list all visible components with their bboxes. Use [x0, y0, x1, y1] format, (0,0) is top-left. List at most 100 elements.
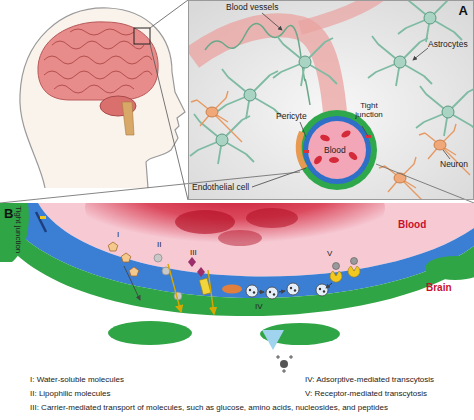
- brain: [38, 22, 158, 135]
- callout-number: II: [157, 241, 161, 250]
- barrier-section: [279, 291, 285, 292]
- part-label: Tight junction: [350, 102, 388, 120]
- neurovascular-unit: [303, 116, 371, 184]
- panel-letter: B: [4, 207, 13, 220]
- barrier-section: [246, 208, 298, 228]
- barrier-section: [197, 267, 205, 277]
- head-silhouette: [20, 8, 185, 188]
- barrier-section: [85, 203, 385, 258]
- neurovascular-unit: [190, 0, 474, 200]
- zoom-lines: [0, 172, 300, 203]
- panel-a-background: [188, 0, 474, 200]
- panel-a-background: [188, 0, 474, 200]
- zoom-box: [134, 0, 188, 200]
- barrier-section: [85, 203, 385, 258]
- head-silhouette: [20, 8, 185, 188]
- part-label: Astrocytes: [428, 40, 468, 49]
- neurovascular-unit: [379, 157, 430, 200]
- barrier-section: [188, 257, 196, 267]
- neurovascular-unit: [273, 36, 337, 86]
- neurovascular-unit: [329, 157, 339, 163]
- neurovascular-unit: [362, 126, 368, 136]
- neurovascular-unit: [300, 122, 306, 137]
- brain: [52, 41, 144, 49]
- part-label: Tight junction: [13, 206, 22, 253]
- barrier-section: [259, 292, 264, 293]
- neurovascular-unit: [416, 86, 474, 136]
- neurovascular-unit: [319, 133, 330, 142]
- barrier-section: [348, 266, 360, 277]
- barrier-section: [129, 267, 139, 276]
- legend-note: IV: Adsorptive-mediated transcytosis: [305, 376, 434, 385]
- brain: [70, 29, 134, 35]
- brain: [44, 71, 152, 79]
- charged-molecule: [276, 355, 293, 373]
- barrier-section: [222, 285, 242, 294]
- brain: [38, 22, 158, 100]
- barrier-section: [121, 253, 131, 262]
- barrier-section: [175, 210, 235, 234]
- panel: A: [188, 0, 474, 200]
- part-label: Pericyte: [276, 112, 307, 121]
- neurovascular-unit: [191, 91, 242, 142]
- neurovascular-unit: [413, 48, 428, 60]
- neurovascular-unit: [304, 150, 309, 153]
- charged-molecule: [276, 355, 293, 373]
- barrier-section: [246, 285, 258, 297]
- barrier-section: [333, 263, 340, 270]
- zoom-lines: [0, 164, 474, 203]
- brain: [54, 85, 134, 93]
- legend-note: V: Receptor-mediated transcytosis: [305, 390, 427, 399]
- legend-note: III: Carrier-mediated transport of molec…: [30, 404, 388, 413]
- barrier-section: [425, 256, 474, 280]
- zoom-box: [150, 44, 188, 200]
- charged-molecule: [280, 360, 288, 368]
- neurovascular-unit: [297, 110, 377, 190]
- barrier-section: [287, 283, 299, 295]
- barrier-section: [108, 321, 192, 345]
- zoom-box: [150, 0, 188, 28]
- neurovascular-unit: [340, 129, 352, 139]
- barrier-section: [0, 203, 29, 262]
- neurovascular-unit: [368, 36, 432, 86]
- barrier-section: [262, 330, 284, 350]
- barrier-section: [351, 258, 358, 265]
- legend-note: I: Water-soluble molecules: [30, 376, 124, 385]
- neurovascular-unit: [308, 121, 366, 179]
- part-label: Brain: [426, 282, 452, 293]
- barrier-section: [40, 216, 46, 219]
- barrier-section: [124, 266, 140, 300]
- brain: [122, 102, 134, 135]
- part-label: Endothelial cell: [192, 183, 249, 192]
- legend-note: II: Lipophilic molecules: [30, 390, 110, 399]
- barrier-section: [330, 271, 342, 282]
- brain: [44, 56, 152, 64]
- barrier-section: [218, 230, 262, 246]
- callout-number: I: [117, 231, 119, 240]
- barrier-section: [316, 284, 328, 296]
- barrier-section: [0, 212, 474, 316]
- neurovascular-unit: [398, 0, 462, 42]
- part-label: Blood: [324, 146, 346, 155]
- callout-number: IV: [255, 303, 263, 312]
- barrier-section: [326, 283, 332, 288]
- neurovascular-unit: [300, 0, 380, 28]
- zoom-box: [134, 28, 150, 44]
- zoom-lines: [376, 164, 474, 203]
- neurovascular-unit: [312, 154, 323, 166]
- neurovascular-unit: [205, 24, 310, 105]
- callout-number: III: [190, 249, 197, 258]
- panel-letter: A: [459, 4, 468, 17]
- barrier-section: [168, 264, 181, 312]
- neurovascular-unit: [192, 25, 335, 112]
- neurovascular-unit: [366, 135, 371, 138]
- neurovascular-unit: [443, 150, 450, 159]
- neurovascular-unit: [252, 168, 306, 187]
- barrier-section: [154, 254, 162, 262]
- barrier-section: [266, 287, 278, 299]
- barrier-section: [36, 212, 46, 232]
- callout-number: V: [327, 250, 332, 259]
- neurovascular-unit: [419, 124, 470, 175]
- barrier-section: [208, 270, 214, 314]
